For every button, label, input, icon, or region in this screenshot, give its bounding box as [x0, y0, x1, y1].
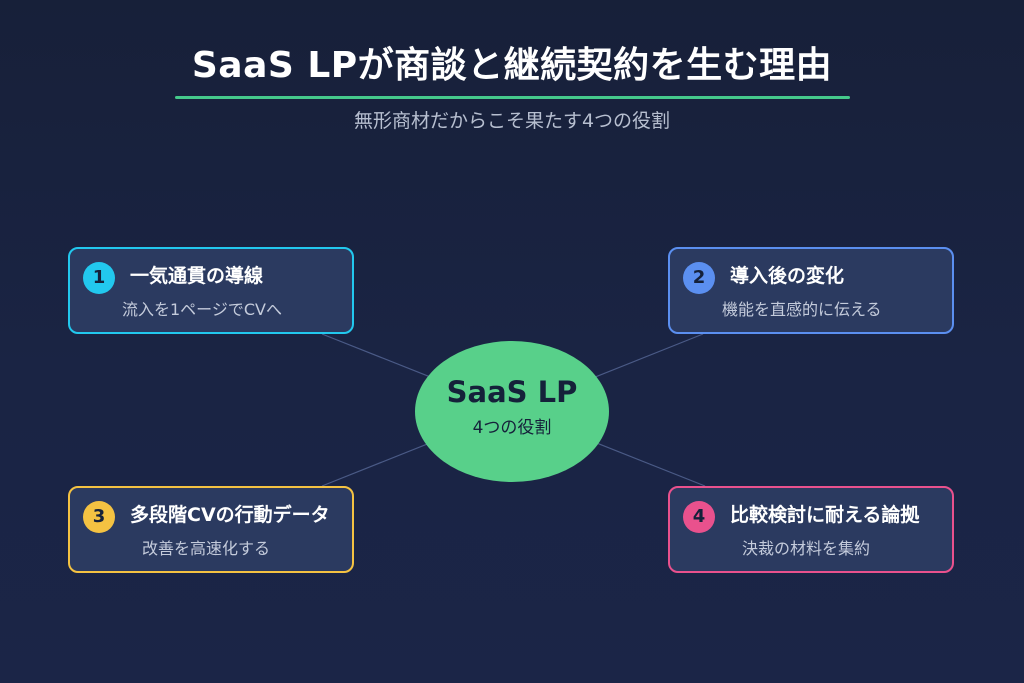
hub-subtitle: 4つの役割 [472, 418, 552, 438]
role-card-title: 比較検討に耐える論拠 [730, 504, 920, 526]
role-card-title: 多段階CVの行動データ [130, 504, 330, 526]
role-card-4: 4 比較検討に耐える論拠 決裁の材料を集約 [668, 486, 954, 573]
role-card-description: 機能を直感的に伝える [722, 300, 882, 319]
role-card-description: 改善を高速化する [142, 539, 271, 558]
role-card-description: 流入を1ページでCVへ [122, 300, 282, 319]
title-underline [175, 96, 850, 99]
number-badge: 3 [83, 501, 115, 533]
role-card-3: 3 多段階CVの行動データ 改善を高速化する [68, 486, 354, 573]
diagram-subtitle: 無形商材だからこそ果たす4つの役割 [353, 110, 671, 132]
role-card-1: 1 一気通貫の導線 流入を1ページでCVへ [68, 247, 354, 334]
role-card-title: 一気通貫の導線 [130, 265, 264, 287]
role-card-2: 2 導入後の変化 機能を直感的に伝える [668, 247, 954, 334]
hub-title: SaaS LP [446, 375, 578, 409]
number-badge: 2 [683, 262, 715, 294]
diagram-title: SaaS LPが商談と継続契約を生む理由 [191, 45, 833, 86]
number-badge: 4 [683, 501, 715, 533]
central-hub: SaaS LP 4つの役割 [415, 341, 609, 482]
number-badge: 1 [83, 262, 115, 294]
role-card-description: 決裁の材料を集約 [742, 539, 871, 558]
role-card-title: 導入後の変化 [730, 265, 845, 287]
